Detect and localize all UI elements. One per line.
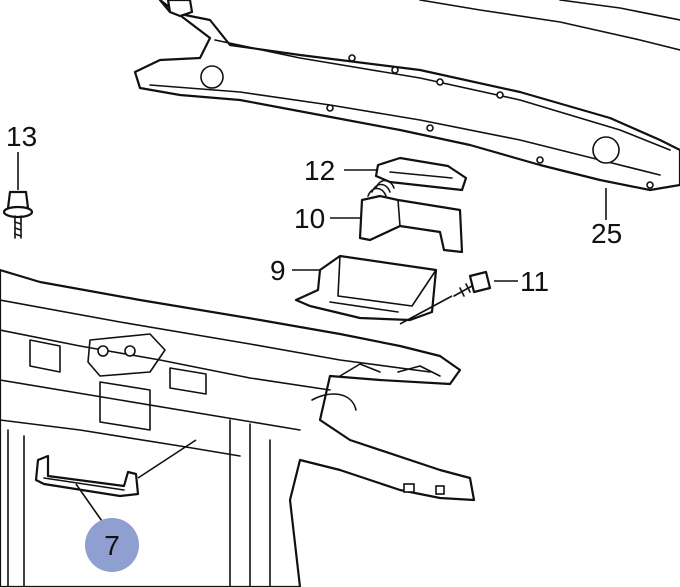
part-7-bracket [34,439,197,525]
highlight-circle [85,518,139,572]
callout-10: 10 [294,203,325,234]
callout-7: 7 [104,530,120,561]
part-9-duct [294,254,438,322]
front-panel [0,268,476,587]
part-11-bolt [399,270,492,325]
callout-25: 25 [591,218,622,249]
part-13-bolt [2,190,34,239]
callout-11: 11 [520,266,549,297]
callout-13: 13 [6,121,37,152]
part-10-guide [358,179,464,254]
part-12-cover [374,156,468,192]
callout-9: 9 [270,255,286,286]
callout-12: 12 [304,155,335,186]
callout-7-marker: 7 [85,518,139,572]
upper-crossmember [133,0,680,192]
